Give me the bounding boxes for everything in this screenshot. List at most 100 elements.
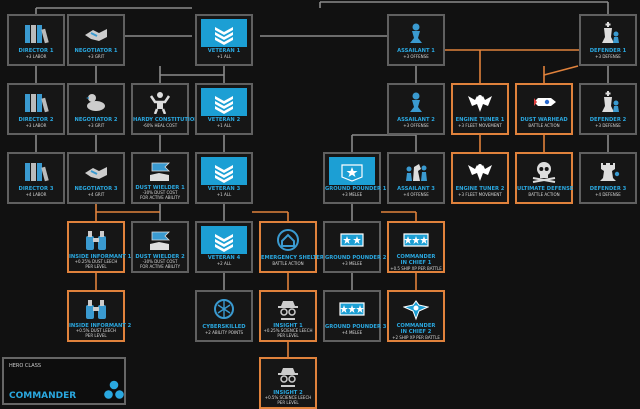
skill-name: DEFENDER 1 [589,48,627,54]
skill-node-veteran4[interactable]: VETERAN 4+2 ALL [195,221,253,273]
binders-icon [13,88,59,116]
skill-name: DEFENDER 3 [589,186,627,192]
binoculars-icon [73,295,119,323]
handshake-icon [73,157,119,185]
skill-node-veteran3[interactable]: VETERAN 3+1 ALL [195,152,253,204]
skill-node-director3[interactable]: DIRECTOR 3+4 LABOR [7,152,65,204]
winged-star-icon [393,295,439,323]
eagle-icon [457,157,503,185]
skill-desc: +1 ALL [216,192,232,197]
flag-hand-icon [137,157,183,185]
spy-icon [265,362,311,390]
skill-name: NEGOTIATOR 3 [74,186,118,192]
skill-name: NEGOTIATOR 2 [74,117,118,123]
chevron-rank-icon [201,226,247,254]
skill-name: CYBERSKILLED [202,324,246,330]
missile-icon [521,88,567,116]
shelter-icon [265,226,311,254]
skill-name: EMERGENCY SHELTER [261,255,324,261]
three-star-icon [329,295,375,323]
skill-node-negotiator1[interactable]: NEGOTIATOR 1+3 GRIT [67,14,125,66]
chess-king-icon [585,19,631,47]
skill-name: INSIDE INFORMANT 1 [69,254,132,260]
skill-node-groundpounder3[interactable]: GROUND POUNDER 3+4 MELEE [323,290,387,342]
skill-node-negotiator3[interactable]: NEGOTIATOR 3+4 GRIT [67,152,125,204]
skill-name: DUST WARHEAD [520,117,568,123]
flexing-man-icon [137,88,183,116]
skill-desc: +2 ABILITY POINTS [204,330,244,335]
skill-node-defender3[interactable]: DEFENDER 3+4 DEFENSE [579,152,637,204]
skill-name: HARDY CONSTITUTION [133,117,199,123]
skill-desc: +3 GRIT [87,123,105,128]
skill-name: GROUND POUNDER 1 [325,186,387,192]
handshake-icon [73,19,119,47]
skill-name: ENGINE TUNER 2 [455,186,505,192]
skill-name: VETERAN 4 [207,255,241,261]
skill-node-assailant3[interactable]: ASSAILANT 3+4 OFFENSE [387,152,445,204]
skill-desc: +0.5 SHIP XP PER BATTLE [390,266,442,271]
skill-desc: +3 MELEE [341,192,363,197]
skill-desc: +3 MELEE [341,261,363,266]
chess-king-icon [585,88,631,116]
skill-desc: +2 ALL [216,261,232,266]
eagle-icon [457,88,503,116]
skill-name: NEGOTIATOR 1 [74,48,118,54]
skill-name: INSIGHT 2 [273,390,303,396]
skill-name: DEFENDER 2 [589,117,627,123]
binders-icon [13,157,59,185]
skill-node-hardy[interactable]: HARDY CONSTITUTION-60% HEAL COST [131,83,199,135]
skill-name: GROUND POUNDER 2 [325,255,387,261]
skill-name: DUST WIELDER 1 [135,185,185,191]
skill-desc: +3 OFFENSE [403,123,429,128]
skill-node-cyberskilled[interactable]: CYBERSKILLED+2 ABILITY POINTS [195,290,253,342]
skill-node-defender1[interactable]: DEFENDER 1+3 DEFENSE [579,14,637,66]
three-star-icon [393,226,439,254]
skill-desc: +3 FLEET MOVEMENT [458,123,502,128]
skill-name: DIRECTOR 2 [18,117,54,123]
skill-node-veteran2[interactable]: VETERAN 2+1 ALL [195,83,253,135]
one-star-icon [329,157,375,185]
skill-name: DIRECTOR 3 [18,186,54,192]
skill-node-director1[interactable]: DIRECTOR 1+3 LABOR [7,14,65,66]
skill-node-groundpounder1[interactable]: GROUND POUNDER 1+3 MELEE [323,152,387,204]
skill-node-defender2[interactable]: DEFENDER 2+3 DEFENSE [579,83,637,135]
skill-node-assailant1[interactable]: ASSAILANT 1+3 OFFENSE [387,14,445,66]
duck-icon [73,88,119,116]
binders-icon [13,19,59,47]
hero-class-name: COMMANDER [9,391,77,401]
skill-node-assailant2[interactable]: ASSAILANT 2+3 OFFENSE [387,83,445,135]
skill-desc: +4 LABOR [25,192,47,197]
skill-name: ASSAILANT 2 [397,117,435,123]
skill-node-veteran1[interactable]: VETERAN 1+1 ALL [195,14,253,66]
skill-name: GROUND POUNDER 3 [325,324,387,330]
chevron-rank-icon [201,157,247,185]
skill-node-enginetuner1[interactable]: ENGINE TUNER 1+3 FLEET MOVEMENT [451,83,509,135]
skill-desc: +3 LABOR [25,123,47,128]
chevron-rank-icon [201,88,247,116]
skill-desc: +1 ALL [216,54,232,59]
skill-node-negotiator2[interactable]: NEGOTIATOR 2+3 GRIT [67,83,125,135]
commander-class-icon [104,380,124,399]
skill-node-director2[interactable]: DIRECTOR 2+3 LABOR [7,83,65,135]
skill-node-groundpounder2[interactable]: GROUND POUNDER 2+3 MELEE [323,221,387,273]
skill-name: DUST WIELDER 2 [135,254,185,260]
skill-desc: +3 GRIT [87,54,105,59]
skill-node-enginetuner2[interactable]: ENGINE TUNER 2+3 FLEET MOVEMENT [451,152,509,204]
